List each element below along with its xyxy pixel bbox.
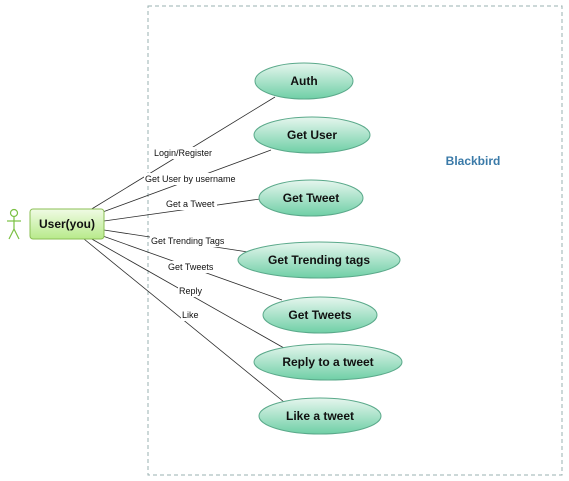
use-case-auth-label: Auth [290,74,317,88]
actor-user[interactable]: User(you) [29,208,105,240]
edge-label-get-a-tweet: Get a Tweet [166,199,215,209]
edge-label-reply: Reply [179,286,203,296]
use-case-get-tweets[interactable]: Get Tweets [262,296,378,334]
edge-label-get-user-by-username: Get User by username [145,174,236,184]
use-case-reply-to-a-tweet[interactable]: Reply to a tweet [253,343,403,381]
use-case-auth[interactable]: Auth [254,62,354,100]
use-case-like-a-tweet-label: Like a tweet [286,409,354,423]
edge-label-group-login-register: Login/Register [153,147,213,159]
edge-label-login-register: Login/Register [154,148,212,158]
edge-label-get-tweets: Get Tweets [168,262,214,272]
edge-label-group-like: Like [181,309,202,321]
actor-label: User(you) [39,217,95,231]
use-case-get-trending-tags[interactable]: Get Trending tags [237,241,401,279]
use-case-get-tweets-label: Get Tweets [288,308,351,322]
edge-label-group-reply: Reply [178,285,205,297]
use-case-get-user-shape[interactable] [253,116,371,154]
use-case-get-tweet-shape[interactable] [258,179,364,217]
use-case-reply-to-a-tweet-label: Reply to a tweet [282,355,373,369]
use-case-get-trending-tags-label: Get Trending tags [268,253,370,267]
system-title: Blackbird [446,154,501,168]
edge-labels: Login/Register Get User by username Get … [144,147,236,321]
edge-label-get-trending-tags: Get Trending Tags [151,236,225,246]
use-case-get-user[interactable]: Get User [253,116,371,154]
stick-figure-icon [7,208,21,240]
use-case-auth-shape[interactable] [254,62,354,100]
use-case-like-a-tweet-shape[interactable] [258,397,382,435]
use-case-get-tweet-label: Get Tweet [283,191,339,205]
use-case-get-tweet[interactable]: Get Tweet [258,179,364,217]
use-case-get-user-label: Get User [287,128,337,142]
use-case-get-trending-tags-shape[interactable] [237,241,401,279]
use-case-like-a-tweet[interactable]: Like a tweet [258,397,382,435]
use-case-get-tweets-shape[interactable] [262,296,378,334]
edge-label-like: Like [182,310,199,320]
system-boundary [147,5,563,476]
edge-label-group-get-a-tweet: Get a Tweet [165,198,217,210]
edge-label-group-get-tweets: Get Tweets [167,261,215,273]
use-case-reply-to-a-tweet-shape[interactable] [253,343,403,381]
edge-label-group-get-user-by-username: Get User by username [144,173,236,185]
actor-box[interactable] [29,208,105,240]
edge-label-group-get-trending-tags: Get Trending Tags [150,235,225,247]
